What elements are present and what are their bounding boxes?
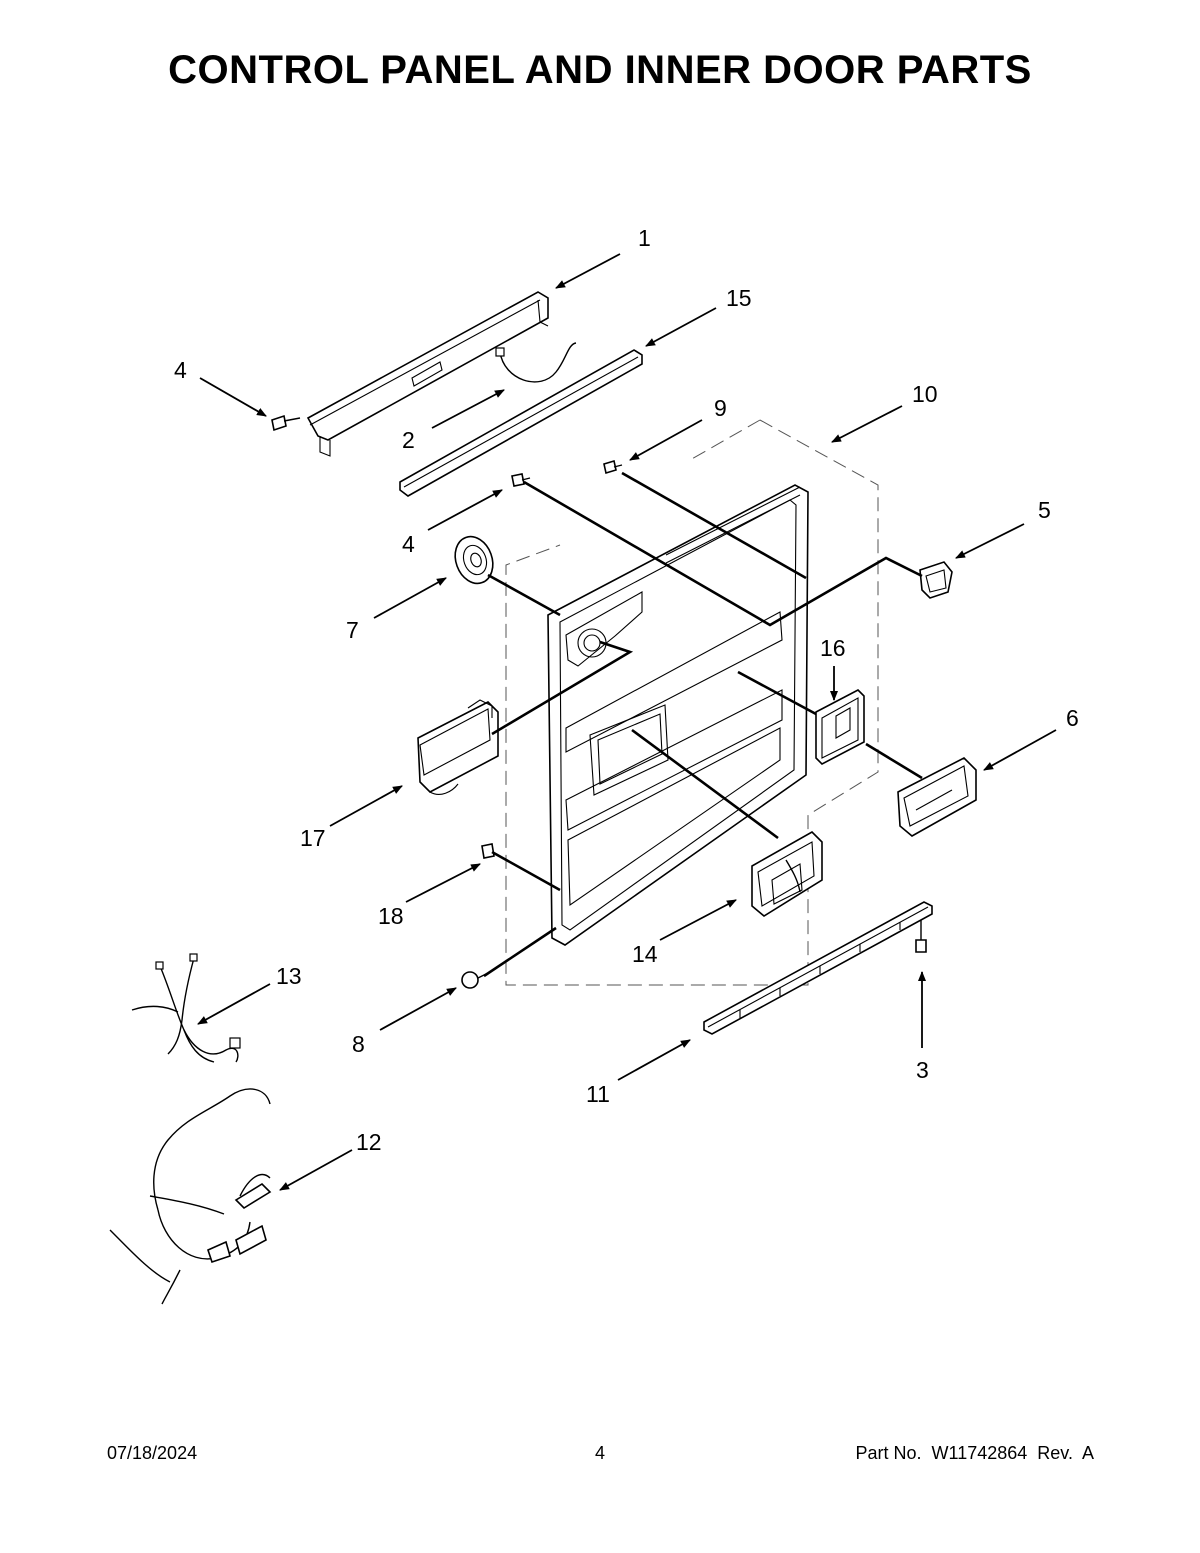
callout-17: 17 [300,825,326,851]
page-title: CONTROL PANEL AND INNER DOOR PARTS [168,48,1032,92]
latch-part [919,561,953,599]
leader-lines [483,471,923,978]
bracket-part [815,689,865,765]
callout-8: 8 [352,1031,365,1057]
wire-harness-small-part [131,953,241,1063]
bottom-rail-part [703,901,933,1035]
footer-page-number: 4 [594,1443,605,1463]
callout-7: 7 [346,617,359,643]
callout-4a: 4 [174,357,187,383]
callout-6: 6 [1066,705,1079,731]
callout-13: 13 [276,963,302,989]
control-board-part [751,831,823,917]
callout-5: 5 [1038,497,1051,523]
callout-arrows [197,253,1057,1191]
callout-9: 9 [714,395,727,421]
callout-10: 10 [912,381,938,407]
footer-date: 07/18/2024 [107,1443,198,1463]
callout-1: 1 [638,225,651,251]
callout-4b: 4 [402,531,415,557]
control-panel-part [306,291,549,457]
wire-harness-large-part [109,1088,272,1305]
callout-labels: 1 15 4 2 9 10 5 4 7 16 6 17 18 14 13 3 8… [174,225,1079,1155]
callout-11: 11 [586,1081,610,1107]
cable-part [495,342,577,383]
vent-part [454,535,494,585]
dispenser-part [417,699,499,795]
door-outline-dashed [505,419,879,986]
footer-part-number: Part No. W11742864 Rev. A [855,1443,1094,1463]
trim-strip-part [399,349,643,497]
callout-16: 16 [820,635,846,661]
electronic-module-part [897,757,977,837]
callout-14: 14 [632,941,658,967]
callout-3: 3 [916,1057,929,1083]
callout-2: 2 [402,427,415,453]
callout-18: 18 [378,903,404,929]
callout-12: 12 [356,1129,382,1155]
inner-door-panel [547,484,809,946]
callout-15: 15 [726,285,752,311]
